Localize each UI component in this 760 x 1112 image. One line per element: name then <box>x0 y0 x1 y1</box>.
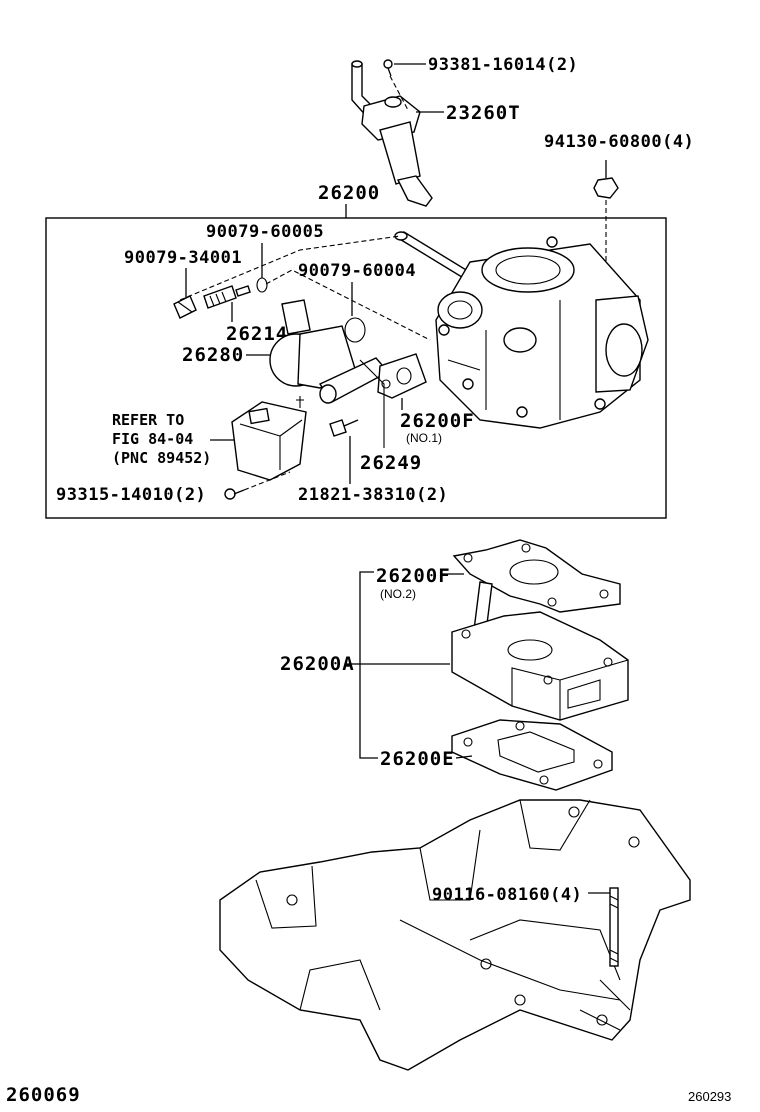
ref-line-1: REFER TO <box>112 411 184 429</box>
label-26200F-no1-note: (NO.1) <box>406 431 442 445</box>
sensor-23260T <box>351 60 433 207</box>
label-23260T: 23260T <box>446 102 521 124</box>
gasket-26200E <box>451 719 613 791</box>
stud-90116 <box>609 887 619 967</box>
label-90079-34001: 90079-34001 <box>124 248 242 268</box>
bolt-21821 <box>329 419 359 437</box>
adjusting-screw-26214 <box>203 285 251 309</box>
label-90079-60004: 90079-60004 <box>298 261 416 281</box>
screw-90079-34001 <box>173 295 197 319</box>
nut-94130 <box>593 160 619 199</box>
label-93381: 93381-16014(2) <box>428 55 578 75</box>
o-ring-90079-60004 <box>344 317 366 343</box>
throttle-body <box>394 231 649 429</box>
screw-93381 <box>383 59 393 77</box>
label-26200: 26200 <box>318 182 380 204</box>
label-26200F-no2: 26200F <box>376 565 451 587</box>
assembly-box-26200 <box>45 217 667 519</box>
label-26200F-no2-note: (NO.2) <box>380 587 416 601</box>
label-94130: 94130-60800(4) <box>544 132 694 152</box>
label-93315: 93315-14010(2) <box>56 485 206 505</box>
gasket-26200F-2 <box>452 539 621 613</box>
ref-line-3: (PNC 89452) <box>112 449 211 467</box>
ref-line-2: FIG 84-04 <box>112 430 193 448</box>
label-26200E: 26200E <box>380 748 455 770</box>
label-90079-60005: 90079-60005 <box>206 222 324 242</box>
footer-left-code: 260069 <box>6 1084 81 1106</box>
label-26200A: 26200A <box>280 653 355 675</box>
label-90116: 90116-08160(4) <box>432 885 582 905</box>
module-ref-89452 <box>231 396 307 481</box>
label-21821: 21821-38310(2) <box>298 485 448 505</box>
gasket-26200F-1 <box>377 353 427 399</box>
leader-26249 <box>359 359 385 448</box>
label-26249: 26249 <box>360 452 422 474</box>
label-26214: 26214 <box>226 323 288 345</box>
footer-right-code: 260293 <box>688 1089 731 1104</box>
label-26200F-no1: 26200F <box>400 410 475 432</box>
o-ring-90079-60005 <box>256 277 268 293</box>
valve-26280 <box>269 299 390 404</box>
screw-93315 <box>224 488 245 500</box>
intake-manifold <box>219 799 691 1071</box>
spacer-26200A <box>451 581 629 721</box>
label-26280: 26280 <box>182 344 244 366</box>
